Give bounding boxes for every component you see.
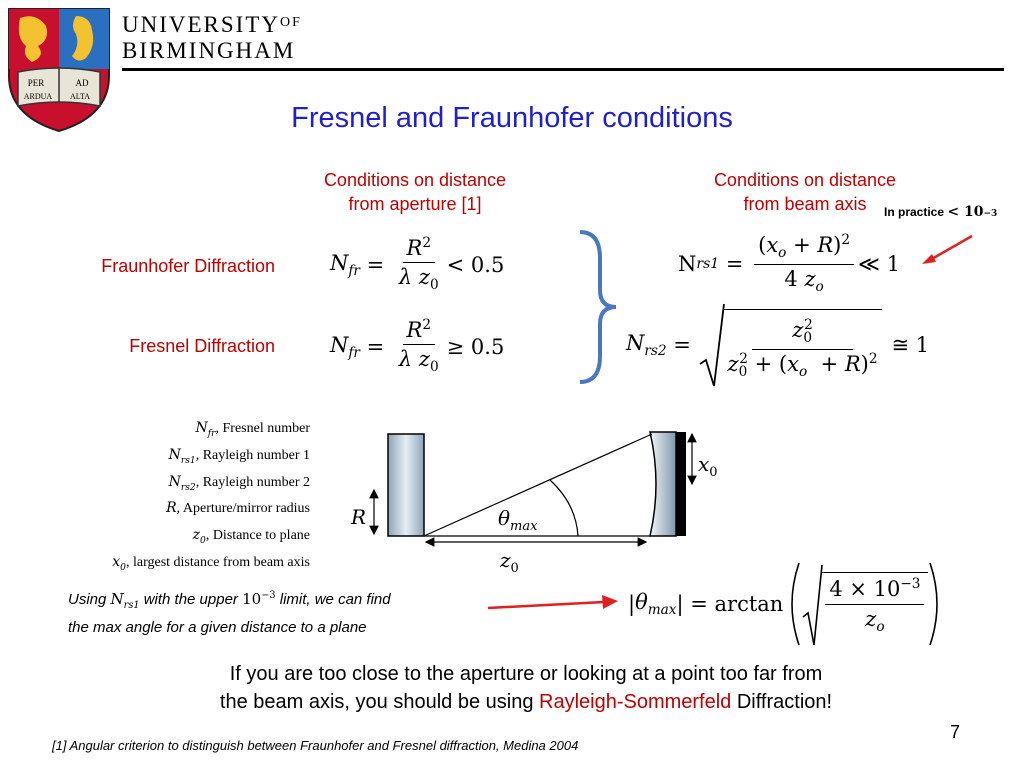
geometry-diagram: [369, 431, 697, 547]
legend-item: Nfr, Fresnel number: [195, 420, 310, 439]
max-ray: [423, 433, 653, 537]
col-header-beam: Conditions on distance from beam axis: [713, 170, 897, 214]
fraunhofer-label: Fraunhofer Diffraction: [101, 256, 275, 276]
page-number: 7: [950, 722, 961, 742]
rayleigh-sommerfeld-highlight: Rayleigh-Sommerfeld: [539, 691, 732, 713]
footnote: [1] Angular criterion to distinguish bet…: [52, 738, 579, 753]
crest-text-ad: AD: [76, 78, 89, 88]
legend-item: Nrs2, Rayleigh number 2: [168, 473, 310, 493]
sqrt-sign: [699, 303, 725, 387]
diagram-label-z0: z0: [500, 548, 519, 576]
in-practice-note: In practice < 10−3: [884, 204, 998, 220]
crest-text-ardua: ARDUA: [24, 92, 53, 101]
university-line2: BIRMINGHAM: [122, 38, 296, 63]
diagram-label-theta: θmax: [498, 506, 538, 534]
crest-text-alta: ALTA: [70, 92, 90, 101]
legend-item: R, Aperture/mirror radius: [166, 500, 310, 517]
using-note: Using Nrs1 with the upper 10−3 limit, we…: [68, 590, 391, 636]
legend-item: z0, Distance to plane: [192, 527, 310, 546]
legend-item: Nrs1, Rayleigh number 1: [168, 446, 310, 466]
aperture-plate: [387, 433, 425, 537]
fresnel-label: Fresnel Diffraction: [129, 336, 275, 356]
symbol-legend: Nfr, Fresnel number Nrs1, Rayleigh numbe…: [40, 418, 310, 579]
mirror: [649, 431, 677, 537]
diagram-label-x0: x0: [698, 452, 718, 480]
mirror-backing: [676, 432, 686, 536]
angle-arc: [549, 479, 579, 537]
crest-text-per: PER: [28, 78, 45, 88]
diagram-label-r: R: [351, 505, 367, 529]
page-title: Fresnel and Fraunhofer conditions: [291, 102, 733, 134]
university-of: OF: [280, 15, 302, 30]
university-line1: UNIVERSITY: [122, 12, 280, 37]
university-name: UNIVERSITYOF BIRMINGHAM: [122, 10, 302, 64]
conclusion-text: If you are too close to the aperture or …: [219, 663, 833, 713]
col-header-aperture: Conditions on distance from aperture [1]: [323, 170, 507, 214]
header-rule: [122, 68, 1004, 71]
grouping-brace: [579, 230, 617, 384]
angle-arrow: [487, 595, 618, 610]
legend-item: x0, largest distance from beam axis: [112, 553, 310, 573]
practice-arrow: [922, 234, 973, 264]
university-crest: PER AD ARDUA ALTA: [6, 6, 112, 134]
sqrt-sign: [802, 564, 824, 646]
